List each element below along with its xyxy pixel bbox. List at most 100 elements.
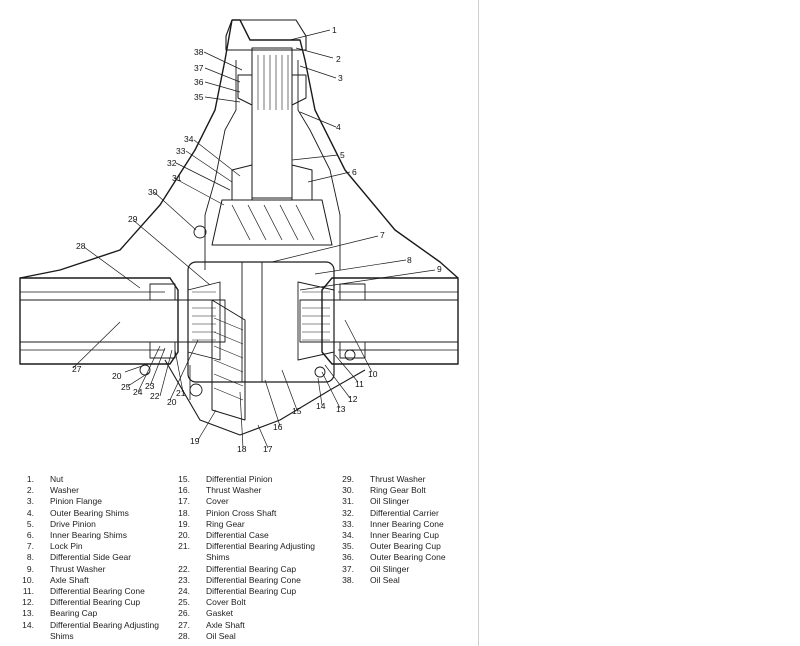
callout-12: 12 bbox=[348, 394, 358, 404]
callout-24: 24 bbox=[133, 387, 143, 397]
callout-20-lower: 20 bbox=[167, 397, 177, 407]
legend-item: 25.Cover Bolt bbox=[178, 597, 246, 608]
legend-item: 2.Washer bbox=[26, 485, 79, 496]
callout-31: 31 bbox=[172, 173, 182, 183]
legend-item: 37.Oil Slinger bbox=[342, 563, 410, 574]
callout-25: 25 bbox=[121, 382, 131, 392]
page-edge-line bbox=[478, 0, 479, 646]
pinion-splines bbox=[257, 55, 289, 110]
legend-item: 36.Outer Bearing Cone bbox=[342, 552, 446, 563]
cover bbox=[164, 359, 366, 436]
callout-34: 34 bbox=[184, 134, 194, 144]
carrier-inner bbox=[204, 60, 341, 270]
bolt-cap-right bbox=[344, 349, 356, 361]
callout-numbers: 1 2 3 4 5 6 7 8 9 10 11 12 13 14 15 16 1… bbox=[72, 25, 442, 454]
diagram-drawing bbox=[19, 19, 459, 436]
callout-1: 1 bbox=[332, 25, 337, 35]
callout-3: 3 bbox=[338, 73, 343, 83]
legend-item: 29.Thrust Washer bbox=[342, 474, 426, 484]
legend-item: 21.Differential Bearing Adjusting Shims bbox=[178, 541, 315, 563]
right-side-gear bbox=[297, 281, 335, 361]
callout-10: 10 bbox=[368, 369, 378, 379]
drive-pinion-shaft bbox=[251, 47, 293, 199]
pinion-gear-head bbox=[211, 199, 333, 246]
outer-bearing bbox=[237, 74, 307, 106]
callout-21: 21 bbox=[176, 388, 186, 398]
callout-7: 7 bbox=[380, 230, 385, 240]
callout-30: 30 bbox=[148, 187, 158, 197]
bolt-left bbox=[193, 225, 207, 239]
callout-35: 35 bbox=[194, 92, 204, 102]
legend-item: 1.Nut bbox=[26, 474, 64, 484]
legend-item: 28.Oil Seal bbox=[178, 630, 236, 641]
callout-17: 17 bbox=[263, 444, 273, 454]
callout-29: 29 bbox=[128, 214, 138, 224]
legend-item: 18.Pinion Cross Shaft bbox=[178, 507, 277, 518]
callout-33: 33 bbox=[176, 146, 186, 156]
left-axle-tube-inner bbox=[20, 291, 165, 351]
differential-case bbox=[187, 261, 335, 383]
legend-item: 9.Thrust Washer bbox=[26, 563, 106, 574]
bolt-lower bbox=[189, 383, 203, 397]
legend-item: 4.Outer Bearing Shims bbox=[26, 507, 129, 518]
cover-lower-outline bbox=[189, 349, 400, 400]
inner-bearing bbox=[231, 164, 313, 201]
legend-item: 6.Inner Bearing Shims bbox=[26, 530, 128, 541]
legend-column-2: 15.Differential Pinion 16.Thrust Washer … bbox=[170, 474, 315, 642]
legend-item: 11.Differential Bearing Cone bbox=[22, 586, 145, 597]
callout-2: 2 bbox=[336, 54, 341, 64]
callout-27: 27 bbox=[72, 364, 82, 374]
leader-lines bbox=[72, 29, 436, 449]
pinion-teeth bbox=[231, 204, 315, 241]
legend-item: 38.Oil Seal bbox=[342, 574, 400, 585]
callout-28: 28 bbox=[76, 241, 86, 251]
callout-11: 11 bbox=[355, 379, 364, 389]
callout-8: 8 bbox=[407, 255, 412, 265]
legend-item: 19.Ring Gear bbox=[178, 518, 245, 529]
legend-item: 10.Axle Shaft bbox=[22, 574, 89, 585]
pinion-cross-shaft bbox=[241, 261, 263, 383]
right-axle-shaft bbox=[299, 299, 459, 343]
callout-5: 5 bbox=[340, 150, 345, 160]
legend-item: 8.Differential Side Gear bbox=[26, 552, 132, 563]
callout-38: 38 bbox=[194, 47, 204, 57]
legend-item: 13.Bearing Cap bbox=[22, 608, 98, 619]
legend-item: 22.Differential Bearing Cap bbox=[178, 563, 297, 574]
legend-item: 15.Differential Pinion bbox=[178, 474, 273, 484]
callout-18: 18 bbox=[237, 444, 247, 454]
legend-item: 17.Cover bbox=[178, 496, 229, 507]
legend-item: 20.Differential Case bbox=[178, 530, 269, 541]
ring-gear-teeth bbox=[213, 317, 244, 401]
legend-item: 30.Ring Gear Bolt bbox=[342, 485, 426, 496]
bolt-right bbox=[314, 366, 326, 378]
legend-item: 12.Differential Bearing Cup bbox=[22, 597, 141, 608]
left-side-gear bbox=[187, 281, 221, 361]
callout-15: 15 bbox=[292, 406, 302, 416]
legend-item: 33.Inner Bearing Cone bbox=[342, 518, 444, 529]
callout-13: 13 bbox=[336, 404, 346, 414]
differential-cross-section-diagram: 1 2 3 4 5 6 7 8 9 10 11 12 13 14 15 16 1… bbox=[19, 19, 459, 454]
right-diff-bearing bbox=[339, 283, 366, 359]
legend-item: 14.Differential Bearing Adjusting Shims bbox=[22, 619, 159, 641]
left-axle-shaft bbox=[19, 299, 226, 343]
legend-item: 34.Inner Bearing Cup bbox=[342, 530, 439, 541]
legend-item: 26.Gasket bbox=[178, 608, 233, 619]
legend-item: 31.Oil Slinger bbox=[342, 496, 410, 507]
callout-23: 23 bbox=[145, 381, 155, 391]
legend-item: 24.Differential Bearing Cup bbox=[178, 586, 297, 597]
callout-6: 6 bbox=[352, 167, 357, 177]
legend-item: 23.Differential Bearing Cone bbox=[178, 574, 301, 585]
pinion-flange bbox=[225, 19, 307, 51]
callout-36: 36 bbox=[194, 77, 204, 87]
legend-column-1: 1.Nut 2.Washer 3.Pinion Flange 4.Outer B… bbox=[14, 474, 159, 642]
left-side-gear-teeth bbox=[192, 291, 216, 341]
legend-item: 27.Axle Shaft bbox=[178, 619, 245, 630]
legend-column-3: 29.Thrust Washer 30.Ring Gear Bolt 31.Oi… bbox=[334, 474, 446, 586]
left-axle-tube bbox=[19, 277, 179, 365]
legend-item: 3.Pinion Flange bbox=[26, 496, 102, 507]
ring-gear bbox=[211, 299, 246, 421]
callout-20: 20 bbox=[112, 371, 122, 381]
right-axle-tube bbox=[321, 277, 459, 365]
callout-32: 32 bbox=[167, 158, 177, 168]
callout-9: 9 bbox=[437, 264, 442, 274]
